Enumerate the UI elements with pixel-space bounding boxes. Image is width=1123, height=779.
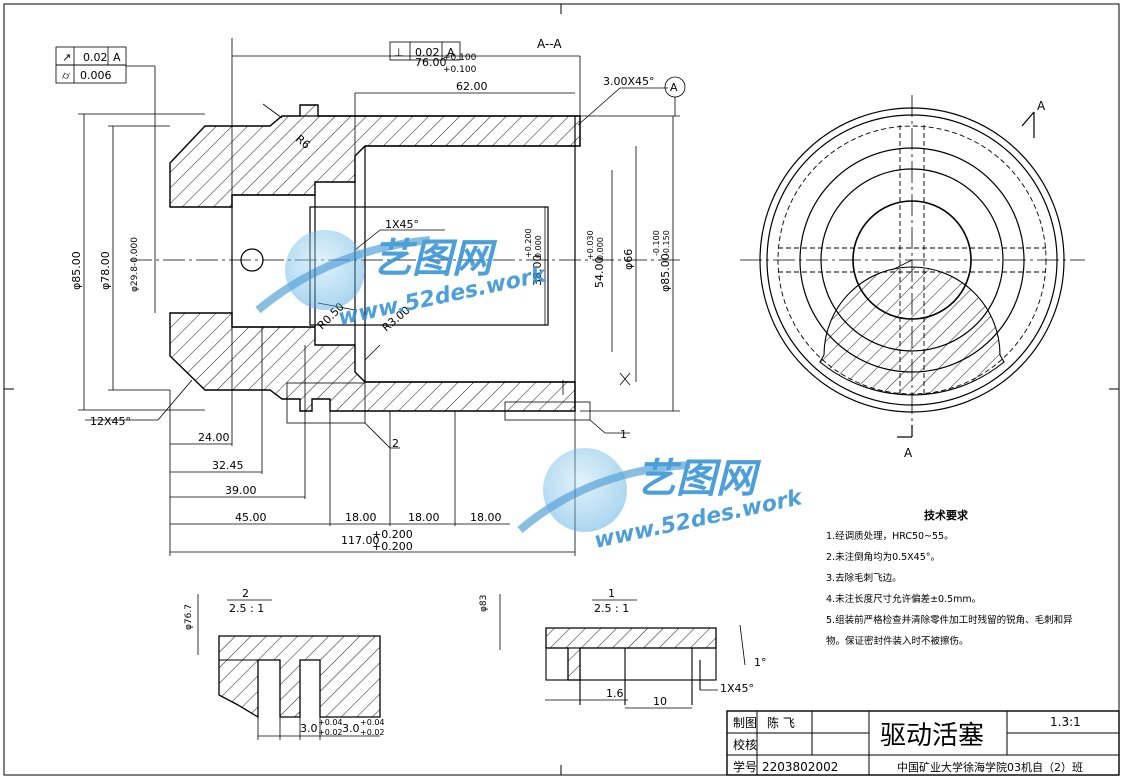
detail2-groove-a-up: +0.04 [318,718,343,727]
detail1-angle: 1° [754,656,767,669]
runout-icon: ↗ [62,51,71,64]
tech-item-4: 4.未注长度尺寸允许偏差±0.5mm。 [826,594,982,605]
dim-117-tol-lo: +0.200 [372,540,413,553]
watermark-1: 艺图网 www.52des.work [255,230,550,331]
detail2-scale: 2.5 : 1 [229,602,264,615]
callout-2: 2 [392,437,399,450]
drawn-label: 制图 [733,716,757,730]
dim-39: 39.00 [225,484,257,497]
datum-a: A [670,81,678,94]
watermark-brand-2: 艺图网 [636,456,762,502]
tech-item-5: 5.组装前严格检查并清除零件加工时残留的锐角、毛刺和异 [826,615,1073,626]
perp-datum: A [447,46,455,59]
dim-32-45: 32.45 [212,459,244,472]
detail1-d16: 1.6 [606,687,624,700]
dim-76-tol-lo: +0.100 [443,65,477,75]
view-arrow-label-bottom: A [904,446,913,460]
drawing-scale: 1.3:1 [1050,715,1081,729]
dim-62: 62.00 [456,80,488,93]
student-id: 2203802002 [762,760,838,774]
section-label: A--A [537,37,562,51]
dim-24: 24.00 [198,431,230,444]
dim-117: 117.00 [341,534,380,547]
check-label: 校核 [733,737,757,752]
perpendicularity-icon: ⊥ [394,46,404,59]
perp-value: 0.02 [415,46,440,59]
chamfer-12: 12X45° [90,415,131,428]
detail-view-1: 1 2.5 : 1 φ83 1.6 10 1X45° 1° [479,587,767,709]
dim-54-tol-up: +0.030 [586,230,595,260]
dim-phi85r-tol-lo: -0.150 [662,230,671,256]
detail1-d10: 10 [653,695,667,708]
dim-38: 38.00 [531,255,544,287]
sheet-border [3,3,1120,776]
part-name: 驱动活塞 [880,721,984,751]
dim-54: 54.00 [593,257,606,289]
school-name: 中国矿业大学徐海学院03机自（2）班 [897,760,1083,774]
chamfer-top: 3.00X45° [603,75,655,88]
dim-phi78: φ78.00 [99,251,112,290]
detail1-phi83: φ83 [479,595,489,612]
detail1-scale: 2.5 : 1 [594,602,629,615]
end-view: A A [740,95,1085,460]
dim-45: 45.00 [235,511,267,524]
detail-view-2: 2 2.5 : 1 φ76.7 3.0 +0.04 +0.02 3.0 +0.0… [184,587,385,740]
dim-76-tol-up: +0.100 [443,53,477,63]
callout-1: 1 [620,428,627,441]
dim-117-tol-up: +0.200 [372,528,413,541]
dim-18b: 18.00 [408,511,440,524]
dim-18a: 18.00 [345,511,377,524]
dim-phi85r: φ85.00 [659,253,672,292]
detail1-number: 1 [608,587,615,600]
view-arrow-label: A [1037,99,1046,113]
title-block [726,710,1120,776]
detail2-number: 2 [242,587,249,600]
dim-phi29: φ29.8-0.000 [130,237,140,292]
dim-phi66: φ66 [622,249,635,270]
tech-title: 技术要求 [924,509,968,522]
technical-requirements: 技术要求 1.经调质处理，HRC50~55。 2.未注倒角均为0.5X45°。 … [826,505,1086,652]
cylindricity-icon: ⌭ [62,69,70,82]
watermark-brand-1: 艺图网 [372,236,498,282]
dim-18c: 18.00 [470,511,502,524]
dim-phi85r-tol-up: -0.100 [652,230,661,256]
watermark-2: 艺图网 www.52des.work [517,448,806,554]
dim-54-tol-lo: 0.000 [596,237,605,260]
cylindricity-value: 0.006 [80,69,112,82]
detail2-groove-b-lo: +0.02 [360,728,385,737]
detail2-groove-a: 3.0 [300,722,318,735]
tech-item-2: 2.未注倒角均为0.5X45°。 [826,552,941,563]
tech-item-6: 物。保证密封件装入时不被擦伤。 [826,636,969,647]
dim-38-tol-lo: 0.000 [534,235,543,258]
detail1-chamfer: 1X45° [720,682,754,695]
runout-datum: A [113,51,121,64]
dim-38-tol-up: +0.200 [524,228,533,258]
dim-phi85: φ85.00 [70,251,83,290]
id-label: 学号 [733,759,757,774]
detail2-groove-a-lo: +0.02 [318,728,343,737]
dim-76: 76.00 [415,56,447,69]
detail2-groove-b-up: +0.04 [360,718,385,727]
tech-item-1: 1.经调质处理，HRC50~55。 [826,531,954,542]
detail2-phi767: φ76.7 [184,604,194,630]
runout-value: 0.02 [83,51,108,64]
detail2-groove-b: 3.0 [342,722,360,735]
drawn-name: 陈 飞 [767,715,795,730]
chamfer-1x45: 1X45° [385,218,419,231]
tech-item-3: 3.去除毛刺飞边。 [826,573,902,584]
